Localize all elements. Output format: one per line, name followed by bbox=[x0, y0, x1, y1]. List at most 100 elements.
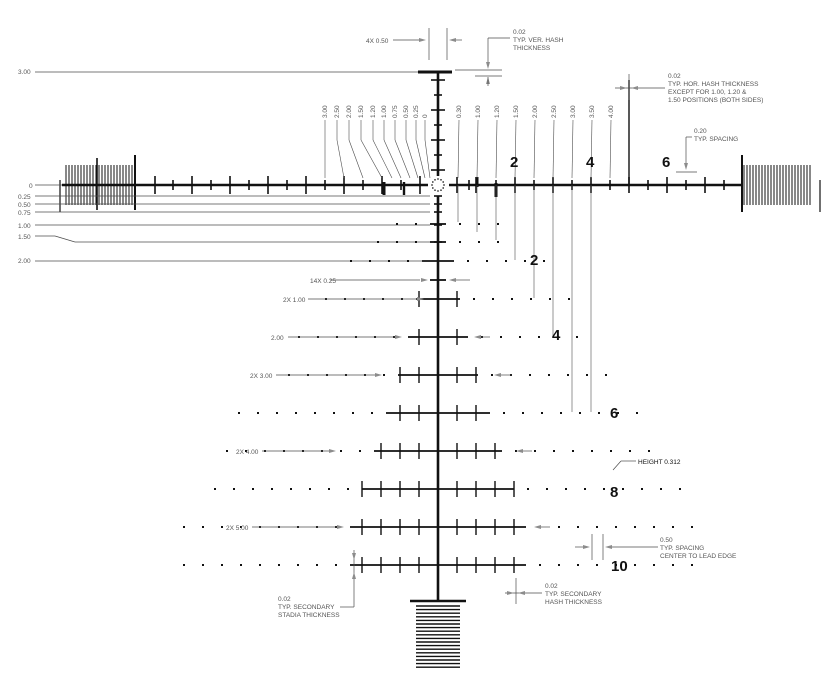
center-dot bbox=[437, 178, 439, 180]
top-scale-leader bbox=[360, 139, 383, 179]
top-scale-1-00: 1.00 bbox=[381, 105, 388, 118]
top-scale-2-50: 2.50 bbox=[334, 105, 341, 118]
top-scale-1-20: 1.20 bbox=[370, 105, 377, 118]
holdover-dot bbox=[672, 526, 674, 528]
top-scale-0: 0 bbox=[422, 114, 429, 118]
holdover-dot bbox=[295, 412, 297, 414]
holdover-dot bbox=[233, 488, 235, 490]
holdover-dot bbox=[691, 526, 693, 528]
hor-hash-label-4: 1.50 POSITIONS (BOTH SIDES) bbox=[668, 97, 763, 104]
height-leader bbox=[612, 460, 622, 471]
holdover-dot bbox=[383, 374, 385, 376]
top-scale-0-25: 0.25 bbox=[413, 105, 420, 118]
two-x-3-label: 2X 3.00 bbox=[250, 373, 273, 380]
holdover-dot bbox=[473, 298, 475, 300]
spacing-lead-label-3: CENTER TO LEAD EDGE bbox=[660, 553, 737, 560]
holdover-dot bbox=[415, 223, 417, 225]
top-scale-leader-right bbox=[609, 119, 612, 179]
holdover-dot bbox=[558, 526, 560, 528]
holdover-dot bbox=[653, 564, 655, 566]
top-scale-r-3-00: 3.00 bbox=[570, 105, 577, 118]
top-scale-r-1-20: 1.20 bbox=[494, 105, 501, 118]
fourteen-x-label: 14X 0.25 bbox=[310, 278, 336, 285]
secondary-stadia-label-2: TYP. SECONDARY bbox=[278, 604, 335, 611]
top-scale-leader-right bbox=[476, 119, 479, 179]
spacing-arrow bbox=[684, 163, 688, 170]
holdover-dot bbox=[214, 488, 216, 490]
two-x-5-arrow bbox=[337, 525, 344, 529]
two-00-arrow bbox=[395, 335, 402, 339]
holdover-dot bbox=[491, 374, 493, 376]
holdover-dot bbox=[388, 260, 390, 262]
holdover-dot bbox=[290, 488, 292, 490]
holdover-dot bbox=[519, 336, 521, 338]
holdover-dot bbox=[259, 564, 261, 566]
ver-hash-label-2: TYP. VER. HASH bbox=[513, 37, 564, 44]
two-x-3-arrow bbox=[494, 373, 501, 377]
holdover-dot bbox=[641, 488, 643, 490]
center-dot bbox=[434, 189, 436, 191]
holdover-dot bbox=[478, 223, 480, 225]
secondary-hash-label-1: 0.02 bbox=[545, 583, 558, 590]
holdover-dot bbox=[340, 450, 342, 452]
holdover-dot bbox=[347, 488, 349, 490]
holdover-dot bbox=[377, 241, 379, 243]
holdover-dot bbox=[660, 488, 662, 490]
holdover-dot bbox=[500, 336, 502, 338]
top-scale-leader-right bbox=[590, 119, 593, 179]
secondary-stadia-label-1: 0.02 bbox=[278, 596, 291, 603]
holdover-dot bbox=[202, 526, 204, 528]
holdover-dot bbox=[183, 526, 185, 528]
top-scale-leader bbox=[372, 139, 393, 179]
holdover-dot bbox=[335, 564, 337, 566]
holdover-dot bbox=[568, 298, 570, 300]
spacing-label-1: 0.20 bbox=[694, 128, 707, 135]
holdover-dot bbox=[226, 450, 228, 452]
holdover-dot bbox=[577, 564, 579, 566]
holdover-dot bbox=[497, 223, 499, 225]
top-scale-leader-right bbox=[533, 119, 536, 179]
holdover-dot bbox=[478, 241, 480, 243]
holdover-dot bbox=[603, 488, 605, 490]
holdover-dot bbox=[617, 412, 619, 414]
holdover-dot bbox=[605, 374, 607, 376]
top-scale-r-3-50: 3.50 bbox=[589, 105, 596, 118]
holdover-dot bbox=[553, 450, 555, 452]
holdover-dot bbox=[579, 412, 581, 414]
center-dot bbox=[431, 184, 433, 186]
holdover-dot bbox=[584, 488, 586, 490]
top-scale-leader bbox=[424, 139, 431, 179]
holdover-dot bbox=[629, 450, 631, 452]
holdover-dot bbox=[359, 450, 361, 452]
center-dot bbox=[432, 181, 434, 183]
horizontal-number-4: 4 bbox=[586, 154, 595, 171]
holdover-dot bbox=[371, 412, 373, 414]
horizontal-number-6: 6 bbox=[662, 154, 670, 171]
holdover-dot bbox=[586, 374, 588, 376]
holdover-dot bbox=[615, 564, 617, 566]
holdover-dot bbox=[245, 450, 247, 452]
top-scale-r-0-30: 0.30 bbox=[456, 105, 463, 118]
holdover-dot bbox=[407, 260, 409, 262]
holdover-dot bbox=[467, 260, 469, 262]
top-scale-3-00: 3.00 bbox=[322, 105, 329, 118]
holdover-dot bbox=[369, 260, 371, 262]
holdover-dot bbox=[546, 488, 548, 490]
holdover-dot bbox=[541, 412, 543, 414]
holdover-dot bbox=[309, 488, 311, 490]
holdover-dot bbox=[183, 564, 185, 566]
vertical-number-6: 6 bbox=[610, 405, 618, 422]
left-scale-0: 0 bbox=[29, 183, 33, 190]
secondary-hash-label-2: TYP. SECONDARY bbox=[545, 591, 602, 598]
top-scale-leader-right bbox=[571, 119, 574, 179]
two-x-3-arrow bbox=[375, 373, 382, 377]
four-x-arrow bbox=[449, 38, 456, 42]
holdover-dot bbox=[297, 564, 299, 566]
holdover-dot bbox=[522, 412, 524, 414]
left-scale-3-00: 3.00 bbox=[18, 69, 31, 76]
left-scale-0-25: 0.25 bbox=[18, 194, 31, 201]
holdover-dot bbox=[527, 488, 529, 490]
top-scale-1-50: 1.50 bbox=[358, 105, 365, 118]
top-scale-0-50: 0.50 bbox=[403, 105, 410, 118]
top-scale-r-2-50: 2.50 bbox=[551, 105, 558, 118]
